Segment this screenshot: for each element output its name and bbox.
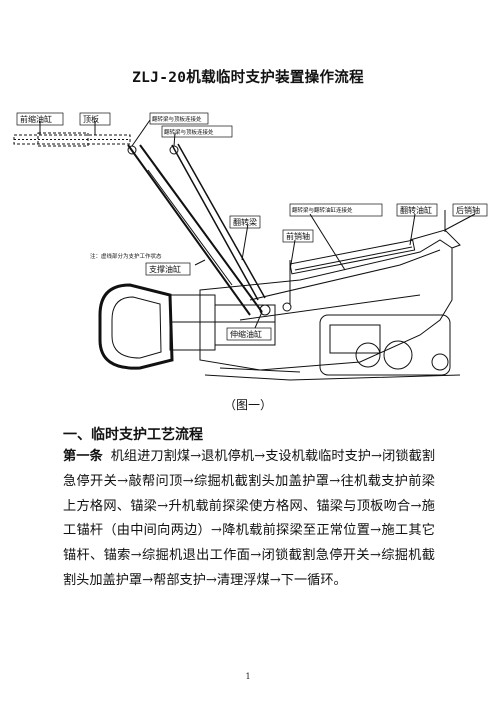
label-flip-beam: 翻转梁	[233, 217, 257, 227]
label-flip-beam-top-joint-1: 翻转梁与顶板连接处	[152, 115, 202, 123]
section-heading: 一、临时支护工艺流程	[63, 427, 203, 443]
label-support-cylinder: 支撑油缸	[149, 264, 181, 274]
article-text: 机组进刀割煤→退机停机→支设机载临时支护→闭锁截割急停开关→敲帮问顶→综掘机截割…	[63, 449, 436, 588]
page-number: 1	[245, 672, 251, 681]
label-note: 注：虚线部分为支护工作状态	[90, 252, 162, 260]
label-top-plate: 顶板	[83, 114, 99, 124]
article-paragraph: 第一条机组进刀割煤→退机停机→支设机载临时支护→闭锁截割急停开关→敲帮问顶→综掘…	[63, 445, 435, 594]
label-front-cylinder: 前缩油缸	[20, 114, 52, 124]
document-title: ZLJ-20机载临时支护装置操作流程	[132, 70, 364, 86]
label-flip-cylinder: 翻转油缸	[400, 205, 432, 215]
label-telescopic-cylinder: 伸缩油缸	[230, 329, 262, 339]
label-flip-beam-top-joint-2: 翻转梁与顶板连接处	[164, 128, 214, 136]
article-label: 第一条	[63, 449, 103, 464]
label-flip-beam-cylinder-joint: 翻转梁与翻转油缸连接处	[292, 206, 353, 214]
machine-diagram: 前缩油缸 顶板 翻转梁与顶板连接处 翻转梁与顶板连接处 翻转梁 翻转梁与翻转油缸…	[0, 100, 496, 400]
label-rear-pin: 后销轴	[456, 205, 480, 215]
figure-caption: （图一）	[223, 398, 272, 412]
label-front-pin: 前销轴	[286, 231, 310, 241]
